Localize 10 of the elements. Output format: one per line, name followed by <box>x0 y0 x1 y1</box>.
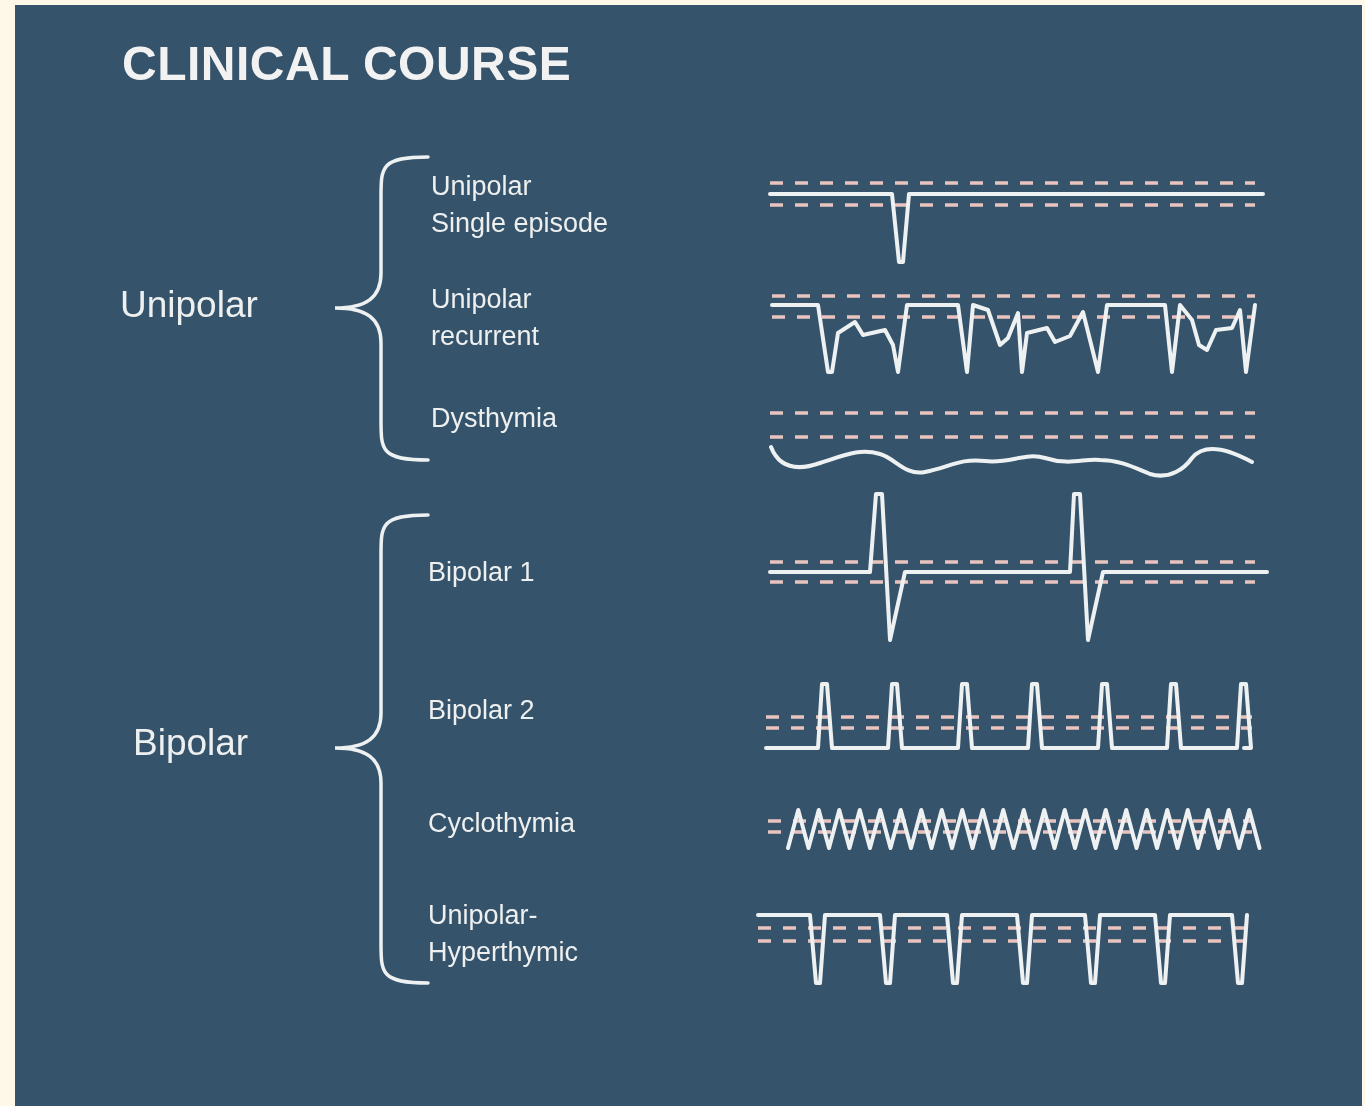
subtype-label: Unipolar Single episode <box>431 170 610 240</box>
subtype-label: Cyclothymia <box>428 807 577 840</box>
subtype-label: Unipolar-Hyperthymic <box>428 899 580 969</box>
subtype-label: Unipolar recurrent <box>431 283 541 353</box>
subtype-label: Dysthymia <box>431 402 559 435</box>
diagram-title: CLINICAL COURSE <box>122 36 572 91</box>
subtype-label: Bipolar 2 <box>428 694 536 727</box>
subtype-label: Bipolar 1 <box>428 556 536 589</box>
category-label: Bipolar <box>133 721 249 765</box>
category-label: Unipolar <box>120 283 258 327</box>
